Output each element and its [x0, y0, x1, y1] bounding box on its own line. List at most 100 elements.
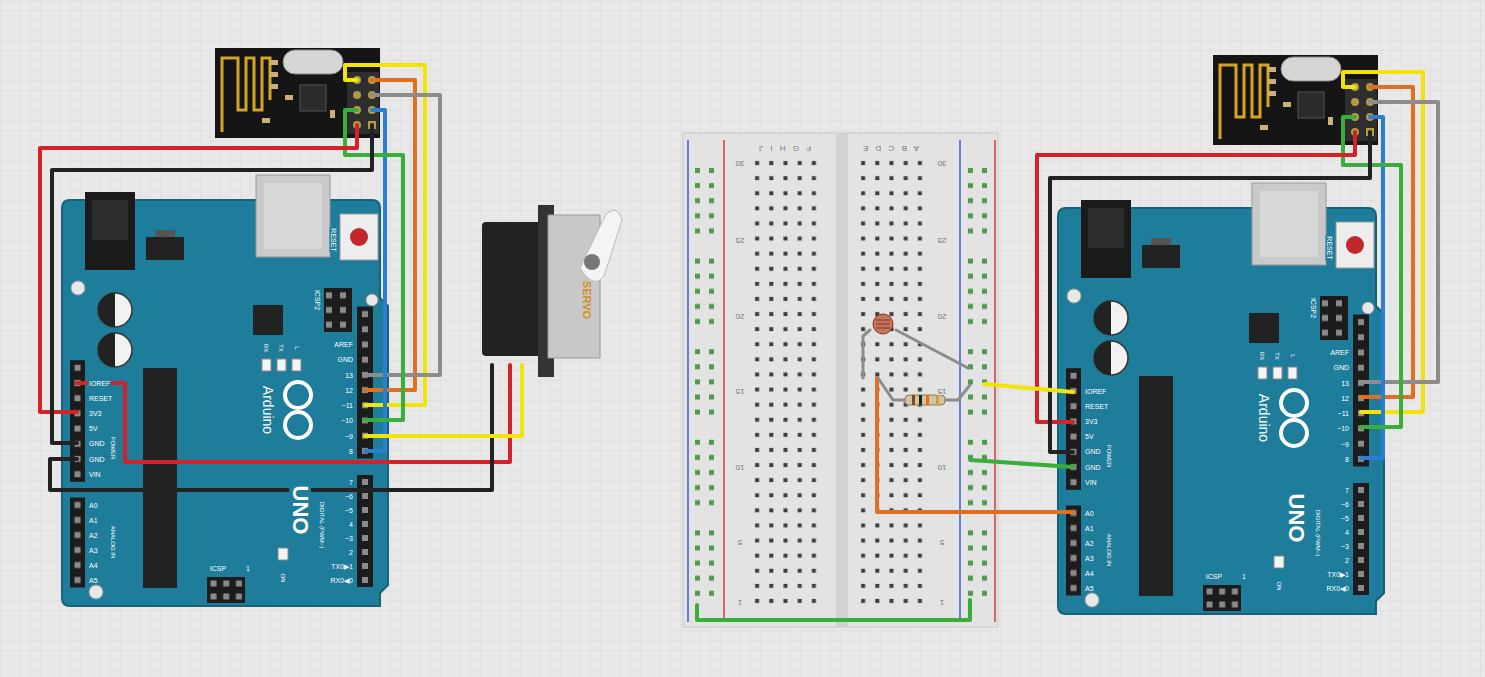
pin-label: ~3: [1340, 543, 1350, 550]
pin-label: ~5: [1340, 515, 1350, 522]
board-label: ICSP: [209, 565, 227, 572]
pin-label: GND: [1084, 464, 1102, 471]
board-label: 1: [245, 565, 251, 572]
brand-label: Arduino: [1257, 393, 1271, 443]
pin-label: A4: [88, 562, 99, 569]
led-label: RX: [263, 343, 269, 353]
pin-label: ~9: [344, 433, 354, 440]
sensor-parts: [873, 314, 945, 405]
pin-label: 8: [348, 448, 354, 455]
pin-label: 5V: [1084, 433, 1095, 440]
wires: [40, 65, 1438, 620]
model-label: UNO: [289, 485, 311, 536]
pin-label: A2: [1084, 540, 1095, 547]
pin-label: A0: [88, 502, 99, 509]
pin-label: VIN: [88, 471, 102, 478]
pin-label: GND: [88, 440, 106, 447]
pin-label: 2: [1344, 557, 1350, 564]
row-number: 1: [737, 598, 743, 606]
pin-label: A3: [1084, 555, 1095, 562]
pin-label: RX0◀0: [1325, 585, 1350, 592]
board-label: ICSP: [1205, 573, 1223, 580]
board-label: 1: [1241, 573, 1247, 580]
row-number: 20: [735, 312, 746, 320]
pin-label: ~6: [1340, 501, 1350, 508]
board-label: RESET: [1326, 235, 1333, 260]
pin-label: RX0◀0: [329, 577, 354, 584]
servo: [482, 205, 622, 377]
pin-label: ~3: [344, 535, 354, 542]
pin-label: ~6: [344, 493, 354, 500]
row-number: 20: [937, 312, 948, 320]
board-label: ANALOG IN: [110, 525, 116, 560]
pin-label: AREF: [333, 341, 354, 348]
pin-label: 12: [344, 387, 354, 394]
pin-label: 13: [344, 372, 354, 379]
led-label: TX: [1274, 351, 1280, 361]
pin-label: A3: [88, 547, 99, 554]
column-letters: F G H I J: [758, 144, 812, 152]
pin-label: IOREF: [88, 380, 111, 387]
pin-label: ~5: [344, 507, 354, 514]
pin-label: IOREF: [1084, 388, 1107, 395]
pin-label: 4: [1344, 529, 1350, 536]
board-label: DIGITAL (PWM~): [319, 501, 325, 550]
pin-label: GND: [336, 356, 354, 363]
column-letters: A B C D E: [862, 144, 920, 152]
pin-label: 8: [1344, 456, 1350, 463]
model-label: UNO: [1285, 493, 1307, 544]
pin-label: GND: [1332, 364, 1350, 371]
led-label: ON: [280, 573, 286, 584]
pin-label: A5: [88, 577, 99, 584]
pin-label: A1: [88, 517, 99, 524]
pin-label: ~11: [1337, 410, 1350, 417]
board-label: POWER: [1106, 444, 1112, 469]
pin-label: A1: [1084, 525, 1095, 532]
row-number: 5: [939, 538, 945, 546]
row-number: 15: [735, 387, 746, 395]
led-label: L: [294, 345, 300, 350]
row-number: 25: [735, 236, 746, 244]
row-number: 5: [737, 538, 743, 546]
pin-label: 5V: [88, 425, 99, 432]
row-number: 25: [937, 236, 948, 244]
breadboard: [683, 133, 998, 627]
pin-label: A4: [1084, 570, 1095, 577]
pin-label: 3V3: [88, 410, 102, 417]
board-label: RESET: [330, 227, 337, 252]
pin-label: ~10: [1336, 425, 1350, 432]
pin-label: 4: [348, 521, 354, 528]
pin-label: 3V3: [1084, 418, 1098, 425]
row-number: 1: [939, 598, 945, 606]
row-number: 10: [937, 463, 948, 471]
board-label: POWER: [110, 436, 116, 461]
led-label: L: [1290, 353, 1296, 358]
pin-label: GND: [1084, 448, 1102, 455]
pin-label: A0: [1084, 510, 1095, 517]
row-number: 30: [937, 159, 948, 167]
pin-label: 12: [1340, 395, 1350, 402]
pin-label: VIN: [1084, 479, 1098, 486]
pin-label: A2: [88, 532, 99, 539]
board-label: ICSP2: [1310, 297, 1317, 319]
pin-label: RESET: [1084, 403, 1109, 410]
pin-label: 13: [1340, 380, 1350, 387]
pin-label: AREF: [1329, 349, 1350, 356]
row-number: 15: [937, 387, 948, 395]
pin-label: ~10: [340, 417, 354, 424]
row-number: 10: [735, 463, 746, 471]
row-number: 30: [735, 159, 746, 167]
pin-label: A5: [1084, 585, 1095, 592]
board-label: DIGITAL (PWM~): [1315, 509, 1321, 558]
pin-label: ~9: [1340, 441, 1350, 448]
pin-label: 7: [1344, 487, 1350, 494]
pin-label: TX0▶1: [330, 563, 354, 570]
led-label: TX: [278, 343, 284, 353]
servo-label: SERVO: [581, 280, 592, 320]
pin-label: GND: [88, 456, 106, 463]
led-label: ON: [1276, 581, 1282, 592]
pin-label: 7: [348, 479, 354, 486]
